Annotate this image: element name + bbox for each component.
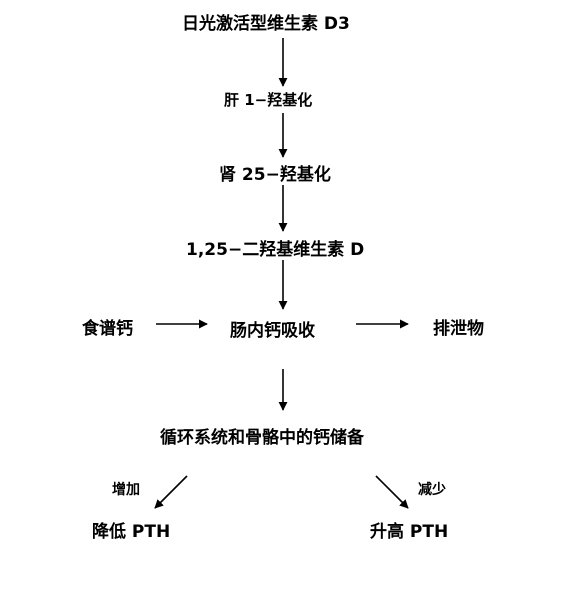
arrow-decrease-to-raise-pth xyxy=(375,475,409,509)
label-increase: 增加 xyxy=(112,482,140,498)
node-dietary-calcium: 食谱钙 xyxy=(82,319,133,339)
node-intestinal-calcium-absorption: 肠内钙吸收 xyxy=(230,321,315,341)
arrow-increase-to-lower-pth xyxy=(154,475,188,509)
node-excretion: 排泄物 xyxy=(433,319,484,339)
node-raise-pth: 升高 PTH xyxy=(370,522,449,542)
node-sunlight-vitamin-d3: 日光激活型维生素 D3 xyxy=(182,14,350,34)
node-kidney-hydroxylation: 肾 25−羟基化 xyxy=(219,165,331,185)
node-calcium-store: 循环系统和骨骼中的钙储备 xyxy=(160,428,364,448)
node-calcitriol: 1,25−二羟基维生素 D xyxy=(186,240,365,260)
node-lower-pth: 降低 PTH xyxy=(92,522,171,542)
label-decrease: 减少 xyxy=(418,482,446,498)
node-liver-hydroxylation: 肝 1−羟基化 xyxy=(224,91,313,109)
